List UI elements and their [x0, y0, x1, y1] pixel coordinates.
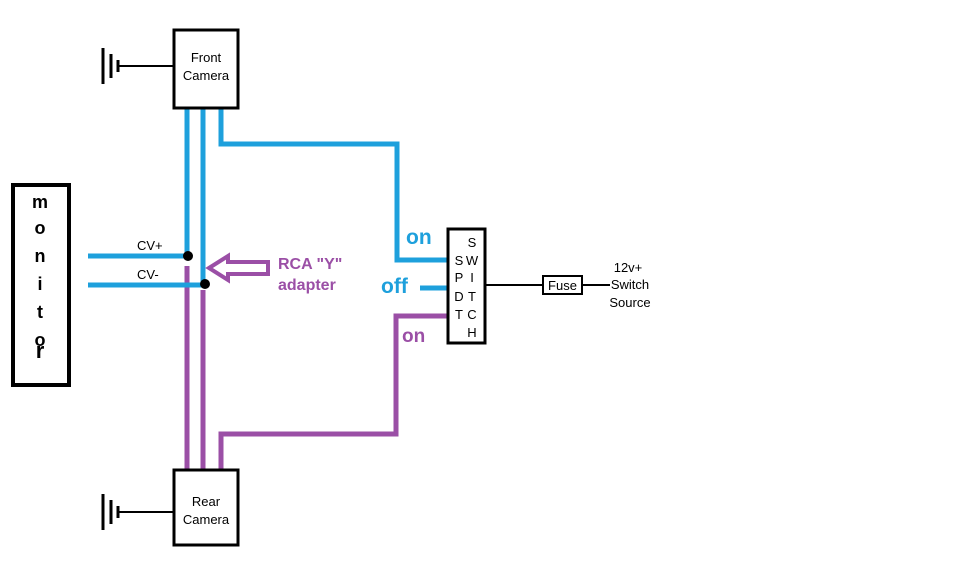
- switch-left-letter-2: P: [455, 270, 464, 285]
- monitor-letter-7: r: [36, 338, 45, 363]
- front-camera-label-line1: Front: [191, 50, 222, 65]
- switch-on-bottom-label: on: [402, 326, 425, 347]
- fuse-label: Fuse: [548, 278, 577, 293]
- front-camera-box: [172, 28, 240, 110]
- front-camera-wires: [88, 108, 448, 291]
- cv-plus-label: CV+: [137, 238, 163, 253]
- switch-right-letter-1: S: [468, 235, 477, 250]
- switch-right-letter-3: I: [470, 270, 474, 285]
- adapter-arrow-icon: [205, 252, 270, 284]
- switch-on-top-label: on: [406, 226, 432, 249]
- rear-camera-label-line1: Rear: [192, 494, 221, 509]
- switch-right-letter-5: C: [467, 307, 476, 322]
- switch-right-letter-2: W: [466, 253, 479, 268]
- rear-ground-icon: [101, 494, 174, 530]
- switch-left-letter-4: T: [455, 307, 463, 322]
- power-source-line1: 12v+: [614, 260, 643, 275]
- switch-left-letter-3: D: [454, 289, 463, 304]
- front-camera-label-line2: Camera: [183, 68, 230, 83]
- switch-off-label: off: [381, 275, 409, 298]
- monitor-box: [11, 183, 71, 387]
- cv-plus-junction: [183, 251, 193, 261]
- fuse-box: [542, 275, 583, 295]
- spdt-switch-box: [446, 227, 487, 345]
- switch-right-letter-4: T: [468, 289, 476, 304]
- rear-camera-label-line2: Camera: [183, 512, 230, 527]
- monitor-letter-4: i: [37, 274, 42, 294]
- monitor-letter-5: t: [37, 302, 43, 322]
- rear-camera-box: [172, 468, 240, 547]
- front-ground-icon: [101, 48, 174, 84]
- switch-right-letter-6: H: [467, 325, 476, 340]
- monitor-letter-2: o: [35, 218, 46, 238]
- power-source-line2: Switch: [611, 277, 649, 292]
- switch-left-letter-1: S: [455, 253, 464, 268]
- monitor-letter-3: n: [35, 246, 46, 266]
- rear-camera-wires: [184, 266, 448, 470]
- power-source-line3: Source: [609, 295, 650, 310]
- adapter-label-line1: RCA "Y": [278, 256, 342, 273]
- monitor-letter-1: m: [32, 192, 48, 212]
- adapter-label-line2: adapter: [278, 277, 336, 294]
- cv-minus-junction: [200, 279, 210, 289]
- cv-minus-label: CV-: [137, 267, 159, 282]
- monitor-letter-6: o: [35, 330, 46, 350]
